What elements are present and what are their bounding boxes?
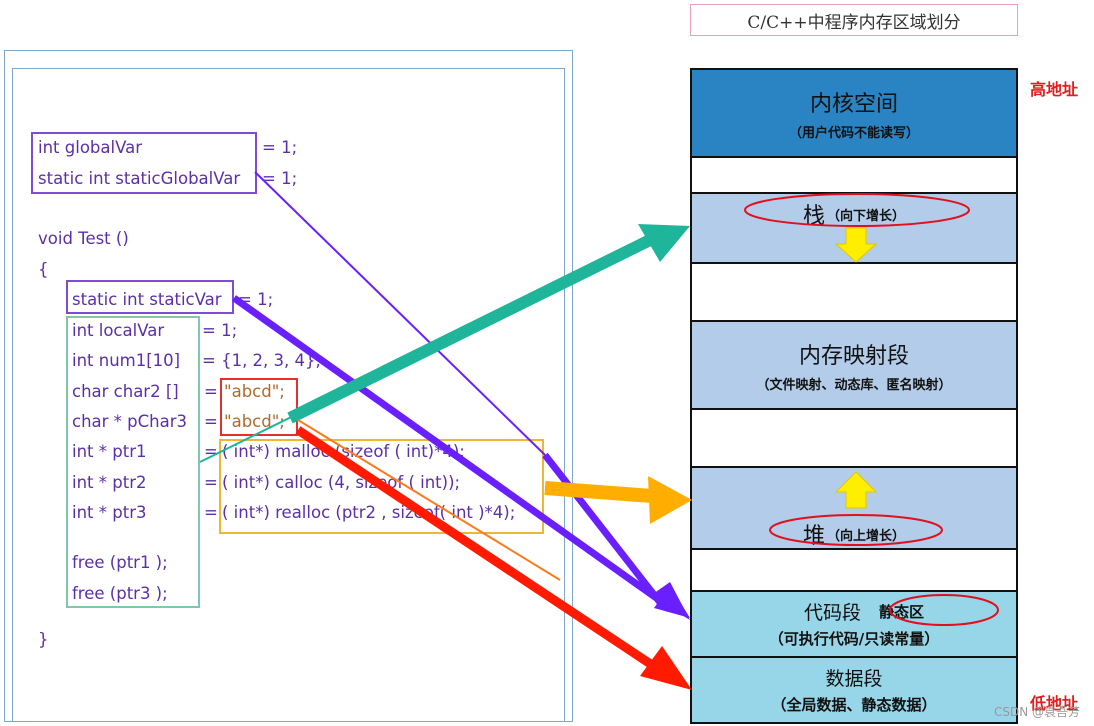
kernel-space-title: 内核空间 (809, 91, 898, 117)
code-segment-sub: （可执行代码/只读常量） (768, 630, 940, 648)
gap-block-3 (690, 408, 1018, 468)
gap-block-2 (690, 262, 1018, 322)
heap-alloc-box (219, 439, 544, 534)
code-pchar3-val: "abcd"; (224, 412, 285, 431)
stack-down-arrow-icon (834, 227, 878, 263)
code-pchar3-decl: char * pChar3 (72, 412, 188, 431)
purple-arrow-static-var-head (654, 586, 690, 618)
mmap-title: 内存映射段 (798, 343, 909, 369)
code-panel (12, 68, 565, 722)
global-vars-box (31, 132, 257, 194)
stack-highlight-ellipse (744, 193, 970, 227)
heap-highlight-ellipse (769, 514, 943, 546)
gap-block-4 (690, 548, 1018, 592)
heap-up-arrow-icon (834, 471, 878, 509)
code-char2-eq: = (204, 382, 218, 401)
diagram-title: C/C++中程序内存区域划分 (690, 4, 1018, 36)
static-area-ellipse (889, 594, 999, 626)
code-open-brace: { (38, 260, 49, 279)
code-char2-decl: char char2 [] (72, 382, 179, 401)
orange-arrow-heap-head (648, 476, 692, 524)
string-literal-box (220, 378, 298, 436)
code-char2-val: "abcd"; (224, 382, 285, 401)
gap-block-1 (690, 156, 1018, 194)
orange-arrow-heap (544, 481, 653, 503)
orange-connector-line (297, 419, 561, 581)
local-vars-box (66, 316, 200, 608)
teal-arrow-stack-head (638, 224, 690, 262)
data-segment-block: 数据段 （全局数据、静态数据） (690, 656, 1018, 724)
code-global-init: = 1; (262, 138, 298, 157)
code-free3: free (ptr3 ); (72, 584, 168, 603)
purple-connector-line (254, 171, 546, 456)
watermark: CSDN @袁吾芳 (993, 705, 1080, 719)
red-arrow-literal-head (640, 646, 692, 690)
code-num1-decl: int num1[10] (72, 351, 181, 370)
code-static-global-decl: static int staticGlobalVar (38, 169, 241, 188)
code-ptr1-decl: int * ptr1 (72, 442, 147, 461)
code-ptr1-val: ( int*) malloc (sizeof ( int)*4); (222, 442, 465, 461)
code-static-var-decl: static int staticVar (72, 290, 222, 309)
code-num1-init: = {1, 2, 3, 4}; (202, 351, 322, 370)
code-ptr2-decl: int * ptr2 (72, 473, 147, 492)
mmap-sub: （文件映射、动态库、匿名映射） (756, 377, 952, 393)
heap-sub: （向上增长） (827, 528, 906, 544)
purple-arrow-static-var (231, 295, 665, 605)
kernel-space-sub: （用户代码不能读写） (788, 125, 919, 141)
kernel-space-block: 内核空间 （用户代码不能读写） (690, 68, 1018, 158)
static-var-box (66, 280, 234, 314)
code-segment-title: 代码段 (803, 602, 861, 624)
code-local-var-decl: int localVar (72, 321, 165, 340)
code-ptr3-decl: int * ptr3 (72, 503, 147, 522)
code-global-decl: int globalVar (38, 138, 142, 157)
mmap-block: 内存映射段 （文件映射、动态库、匿名映射） (690, 320, 1018, 410)
code-func-sig: void Test () (38, 229, 129, 248)
data-segment-sub: （全局数据、静态数据） (771, 696, 937, 714)
stack-sub: （向下增长） (827, 208, 906, 224)
teal-arrow-stack (287, 234, 653, 424)
code-free1: free (ptr1 ); (72, 553, 168, 572)
code-ptr3-eq: = (204, 503, 218, 522)
red-arrow-literal (295, 426, 655, 669)
stack-title: 栈 (802, 204, 825, 229)
code-close-brace: } (38, 630, 49, 649)
low-address-label: 低地址 (1030, 694, 1079, 713)
code-local-var-init: = 1; (202, 321, 238, 340)
code-ptr2-eq: = (204, 473, 218, 492)
code-pchar3-eq: = (204, 412, 218, 431)
data-segment-title: 数据段 (825, 668, 883, 690)
code-ptr1-eq: = (204, 442, 218, 461)
high-address-label: 高地址 (1030, 80, 1079, 99)
purple-arrow-globals (542, 452, 665, 608)
